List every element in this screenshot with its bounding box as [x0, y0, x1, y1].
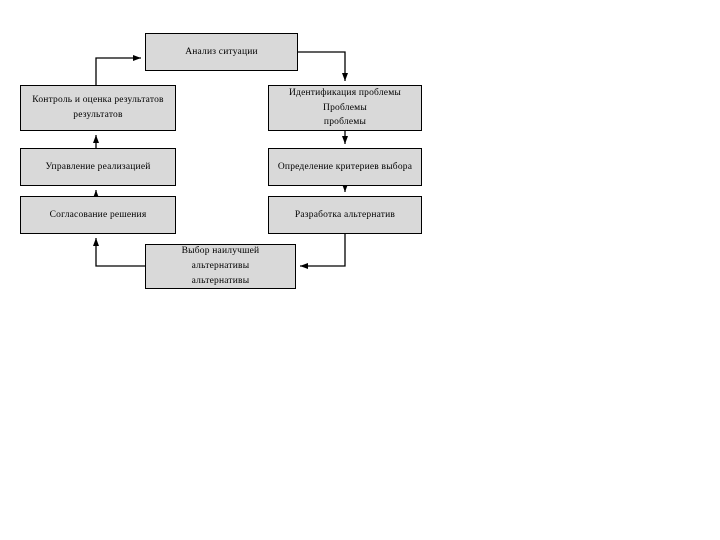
node-opredelenie-kriteriev-vybora[interactable]: Определение критериев выбора	[268, 148, 422, 186]
node-agree-line-1: Согласование решения	[49, 209, 147, 220]
node-identifikaciya-problemy[interactable]: Идентификация проблемы Проблемы проблемы	[268, 85, 422, 131]
connector-analysis-to-identify	[298, 51, 348, 81]
node-vybor-nailuchshey-alternativy[interactable]: Выбор наилучшей альтернативы альтернатив…	[145, 244, 296, 289]
node-control-line-2: результатов	[73, 110, 123, 120]
connector-alternatives-to-choice	[300, 234, 346, 269]
connector-choice-to-agree	[93, 238, 145, 267]
node-choice-line-3: альтернативы	[191, 275, 250, 286]
node-upravlenie-realizaciey[interactable]: Управление реализацией	[20, 148, 176, 186]
node-choice-line-2: альтернативы	[191, 261, 250, 272]
node-analysis-line-1: Анализ ситуации	[185, 46, 258, 57]
node-identify-line-3: проблемы	[323, 117, 367, 128]
node-razrabotka-alternativ[interactable]: Разработка альтернатив	[268, 196, 422, 234]
node-kontrol-i-ocenka-rezultatov[interactable]: Контроль и оценка результатов результато…	[20, 85, 176, 131]
node-soglasovanie-resheniya[interactable]: Согласование решения	[20, 196, 176, 234]
node-control-line-1: Контроль и оценка результатов	[32, 95, 164, 106]
node-manage-line-1: Управление реализацией	[45, 161, 151, 172]
connector-control-to-analysis	[95, 55, 141, 85]
node-analysis-situacii[interactable]: Анализ ситуации	[145, 33, 298, 71]
node-choice-line-1: Выбор наилучшей	[181, 246, 260, 257]
node-identify-line-2: Проблемы	[323, 102, 367, 113]
node-identify-line-1: Идентификация проблемы	[288, 87, 401, 98]
node-criteria-line-1: Определение критериев выбора	[277, 161, 413, 172]
node-alternatives-line-1: Разработка альтернатив	[294, 209, 396, 220]
